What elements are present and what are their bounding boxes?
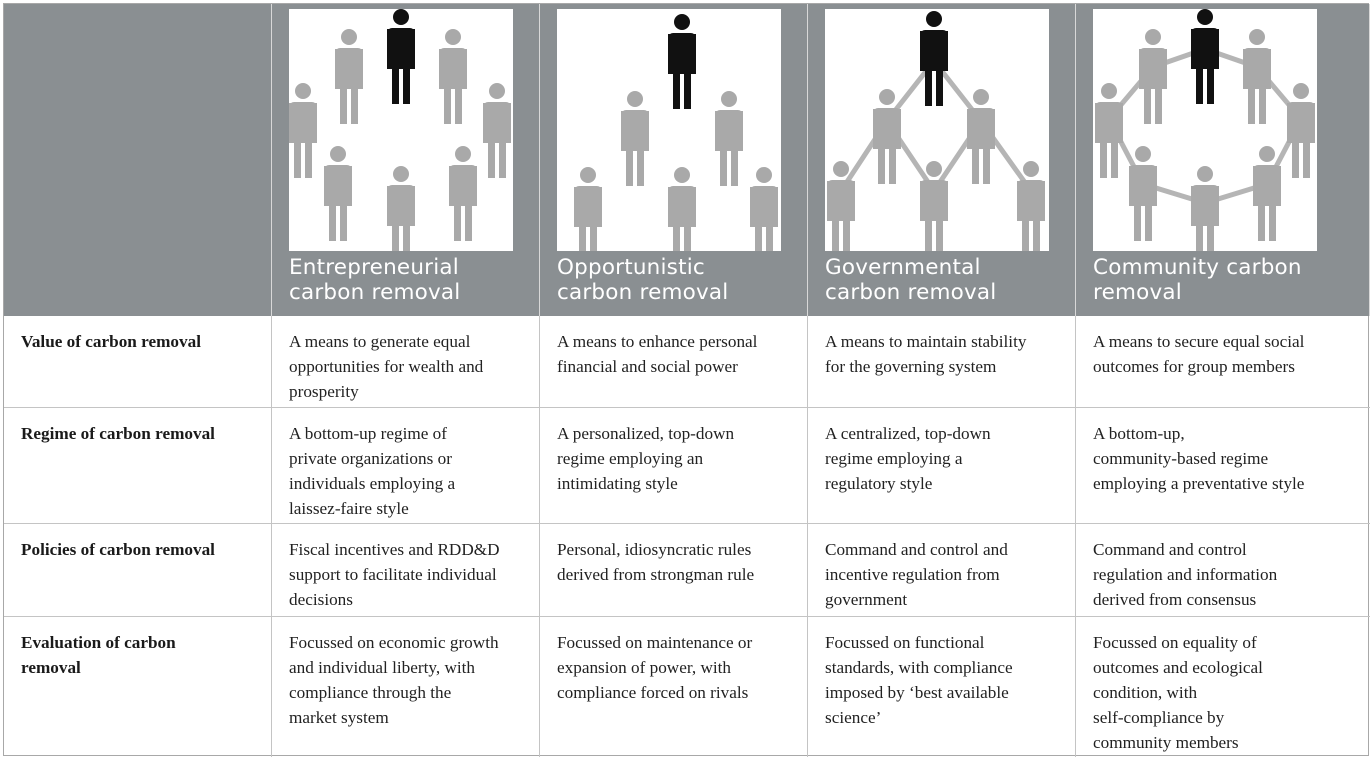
table-cell: Focussed on maintenance or expansion of … <box>540 617 808 757</box>
row-label-regime: Regime of carbon removal <box>4 408 272 524</box>
person-icon <box>1095 83 1123 178</box>
header-corner-cell <box>4 4 272 316</box>
row-label-policies: Policies of carbon removal <box>4 524 272 617</box>
person-icon <box>439 29 467 124</box>
person-icon <box>750 167 778 251</box>
table-cell: A means to enhance personal financial an… <box>540 316 808 408</box>
person-icon <box>967 89 995 184</box>
column-header-opportunistic: Opportunistic carbon removal <box>540 4 808 316</box>
column-title: Community carbon removal <box>1093 255 1302 305</box>
column-header-entrepreneurial: Entrepreneurial carbon removal <box>272 4 540 316</box>
person-icon <box>621 91 649 186</box>
row-label-evaluation: Evaluation of carbon removal <box>4 617 272 757</box>
person-icon <box>449 146 477 241</box>
person-icon <box>1129 146 1157 241</box>
comparison-table: Entrepreneurial carbon removal Opportuni… <box>3 3 1370 757</box>
leader-person-icon <box>1191 9 1219 104</box>
table-cell: A means to secure equal social outcomes … <box>1076 316 1370 408</box>
people-ring-linked-icon <box>1093 9 1317 251</box>
figure-group-governmental <box>827 11 1045 251</box>
table-cell: Fiscal incentives and RDD&D support to f… <box>272 524 540 617</box>
column-title: Governmental carbon removal <box>825 255 997 305</box>
person-icon <box>1139 29 1167 124</box>
table-cell: A means to maintain stability for the go… <box>808 316 1076 408</box>
leader-person-icon <box>387 9 415 104</box>
table-cell: A centralized, top-down regime employing… <box>808 408 1076 524</box>
column-header-community: Community carbon removal <box>1076 4 1370 316</box>
person-icon <box>715 91 743 186</box>
person-icon <box>1017 161 1045 251</box>
person-icon <box>324 146 352 241</box>
column-title: Opportunistic carbon removal <box>557 255 729 305</box>
person-icon <box>335 29 363 124</box>
leader-person-icon <box>668 14 696 109</box>
people-circle-no-links-icon <box>289 9 513 251</box>
person-icon <box>1191 166 1219 251</box>
person-icon <box>1243 29 1271 124</box>
people-pyramid-no-links-icon <box>557 9 781 251</box>
column-title: Entrepreneurial carbon removal <box>289 255 461 305</box>
person-icon <box>873 89 901 184</box>
person-icon <box>920 161 948 251</box>
person-icon <box>668 167 696 251</box>
row-label-value: Value of carbon removal <box>4 316 272 408</box>
figure-group-opportunistic <box>574 14 778 251</box>
person-icon <box>827 161 855 251</box>
table-cell: A bottom-up regime of private organizati… <box>272 408 540 524</box>
figure-group-community <box>1095 9 1315 251</box>
person-icon <box>574 167 602 251</box>
person-icon <box>289 83 317 178</box>
person-icon <box>1253 146 1281 241</box>
person-icon <box>483 83 511 178</box>
table-cell: A means to generate equal opportunities … <box>272 316 540 408</box>
leader-person-icon <box>920 11 948 106</box>
table-cell: Focussed on equality of outcomes and eco… <box>1093 633 1263 752</box>
table-cell: Command and control and incentive regula… <box>808 524 1076 617</box>
table-cell: A personalized, top-down regime employin… <box>540 408 808 524</box>
table-cell: Focussed on functional standards, with c… <box>808 617 1076 757</box>
people-hierarchy-linked-icon <box>825 9 1049 251</box>
table-cell: Command and control regulation and infor… <box>1076 524 1370 617</box>
person-icon <box>387 166 415 251</box>
table-cell: A bottom-up, community-based regime empl… <box>1076 408 1370 524</box>
table-cell: Personal, idiosyncratic rules derived fr… <box>540 524 808 617</box>
person-icon <box>1287 83 1315 178</box>
column-header-governmental: Governmental carbon removal <box>808 4 1076 316</box>
table-cell: Focussed on economic growth and individu… <box>272 617 540 757</box>
figure-group-entrepreneurial <box>289 9 511 251</box>
